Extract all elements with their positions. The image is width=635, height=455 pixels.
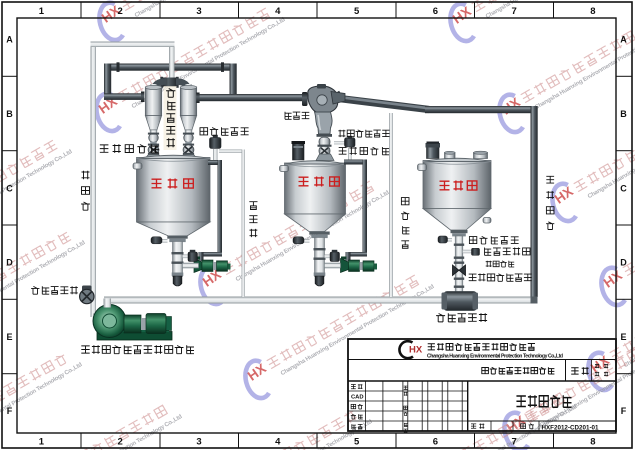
svg-text:5: 5 bbox=[354, 437, 360, 448]
svg-text:CAD: CAD bbox=[351, 395, 364, 401]
svg-text:5: 5 bbox=[354, 6, 360, 17]
svg-text:A: A bbox=[6, 35, 13, 45]
svg-text:7: 7 bbox=[511, 437, 516, 448]
svg-text:2: 2 bbox=[118, 6, 123, 17]
svg-text:7: 7 bbox=[511, 6, 516, 17]
svg-text:F: F bbox=[621, 406, 627, 416]
svg-text:6: 6 bbox=[433, 437, 438, 448]
svg-text:3: 3 bbox=[196, 437, 201, 448]
svg-text:E: E bbox=[6, 332, 12, 342]
svg-text:C: C bbox=[6, 183, 13, 193]
svg-text:6: 6 bbox=[433, 6, 438, 17]
svg-text:4: 4 bbox=[275, 437, 281, 448]
svg-text:2: 2 bbox=[118, 437, 123, 448]
svg-text:Changsha Huanxing Environmenta: Changsha Huanxing Environmental Protecti… bbox=[427, 354, 563, 360]
svg-text:HXF2012-CD201-01: HXF2012-CD201-01 bbox=[542, 425, 599, 432]
svg-text:B: B bbox=[6, 109, 13, 119]
svg-text:3: 3 bbox=[196, 6, 201, 17]
svg-text:E: E bbox=[620, 332, 626, 342]
svg-text:F: F bbox=[7, 406, 13, 416]
svg-text:D: D bbox=[6, 258, 13, 268]
svg-text:4: 4 bbox=[275, 6, 281, 17]
svg-text:C: C bbox=[620, 183, 627, 193]
svg-text:1: 1 bbox=[39, 6, 45, 17]
svg-text:8: 8 bbox=[590, 437, 595, 448]
svg-text:8: 8 bbox=[590, 6, 595, 17]
svg-text:HX: HX bbox=[409, 345, 423, 356]
svg-text:A: A bbox=[620, 35, 627, 45]
svg-text:B: B bbox=[620, 109, 627, 119]
svg-text:D: D bbox=[620, 258, 627, 268]
svg-text:1: 1 bbox=[39, 437, 45, 448]
